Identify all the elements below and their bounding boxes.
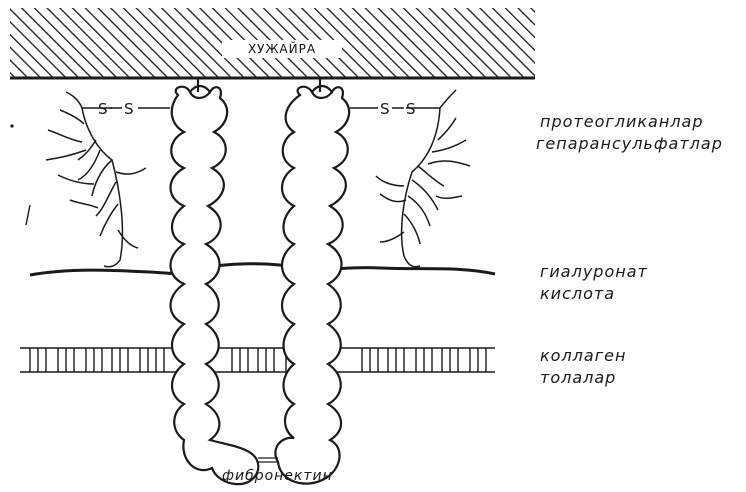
sulfur-label: S	[406, 100, 416, 118]
collagen-label-line2: толалар	[540, 368, 616, 388]
hyaluronate-label-line2: кислота	[540, 284, 615, 304]
disulfide-right: S S	[380, 100, 416, 118]
fibronectin-right	[275, 78, 349, 484]
hyaluronic-acid-strand	[30, 264, 495, 275]
sulfur-label: S	[380, 100, 390, 118]
fibronectin-left	[171, 78, 259, 484]
hyaluronate-label-line1: гиалуронат	[540, 262, 648, 282]
stray-mark	[26, 205, 30, 225]
cell-label: ХУЖАЙРА	[222, 40, 342, 58]
collagen-fiber	[20, 348, 495, 372]
disulfide-left: S S	[98, 100, 134, 118]
stray-mark	[10, 124, 13, 127]
proteoglycans-label-line1: протеогликанлар	[540, 112, 704, 132]
sulfur-label: S	[98, 100, 108, 118]
proteoglycan-left	[46, 92, 170, 267]
fibronectin-label: фибронектин	[222, 466, 333, 486]
proteoglycans-label-line2: гепарансульфатлар	[536, 134, 723, 154]
collagen-label-line1: коллаген	[540, 346, 626, 366]
fibronectin-disulfide-link	[258, 458, 278, 462]
sulfur-label: S	[124, 100, 134, 118]
